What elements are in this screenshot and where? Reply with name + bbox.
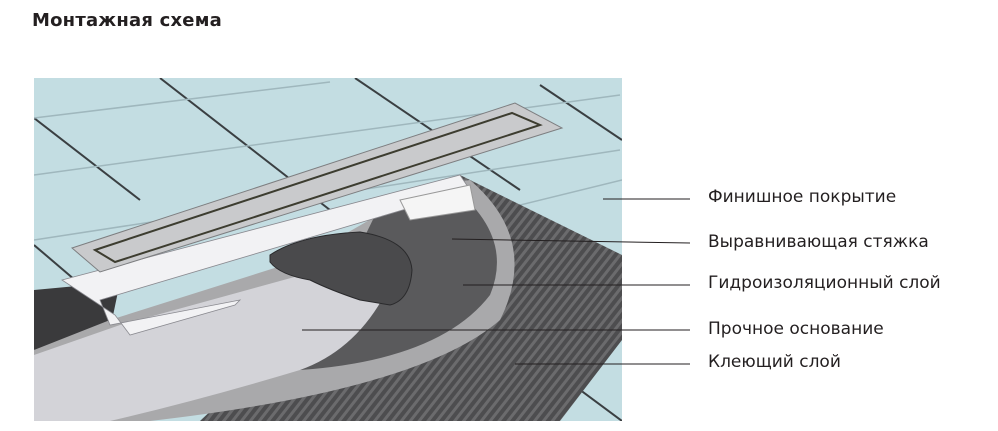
label-finish-coating: Финишное покрытие — [708, 187, 897, 207]
drain-grate — [70, 102, 564, 273]
label-waterproofing: Гидроизоляционный слой — [708, 273, 941, 293]
leader-lines — [302, 198, 691, 365]
base-layer — [34, 260, 400, 421]
page-title: Монтажная схема — [32, 10, 222, 31]
label-leveling-screed: Выравнивающая стяжка — [708, 232, 929, 252]
drain-channel — [61, 174, 471, 336]
label-adhesive-layer: Клеющий слой — [708, 352, 841, 372]
label-solid-base: Прочное основание — [708, 319, 884, 339]
siphon — [269, 231, 413, 306]
